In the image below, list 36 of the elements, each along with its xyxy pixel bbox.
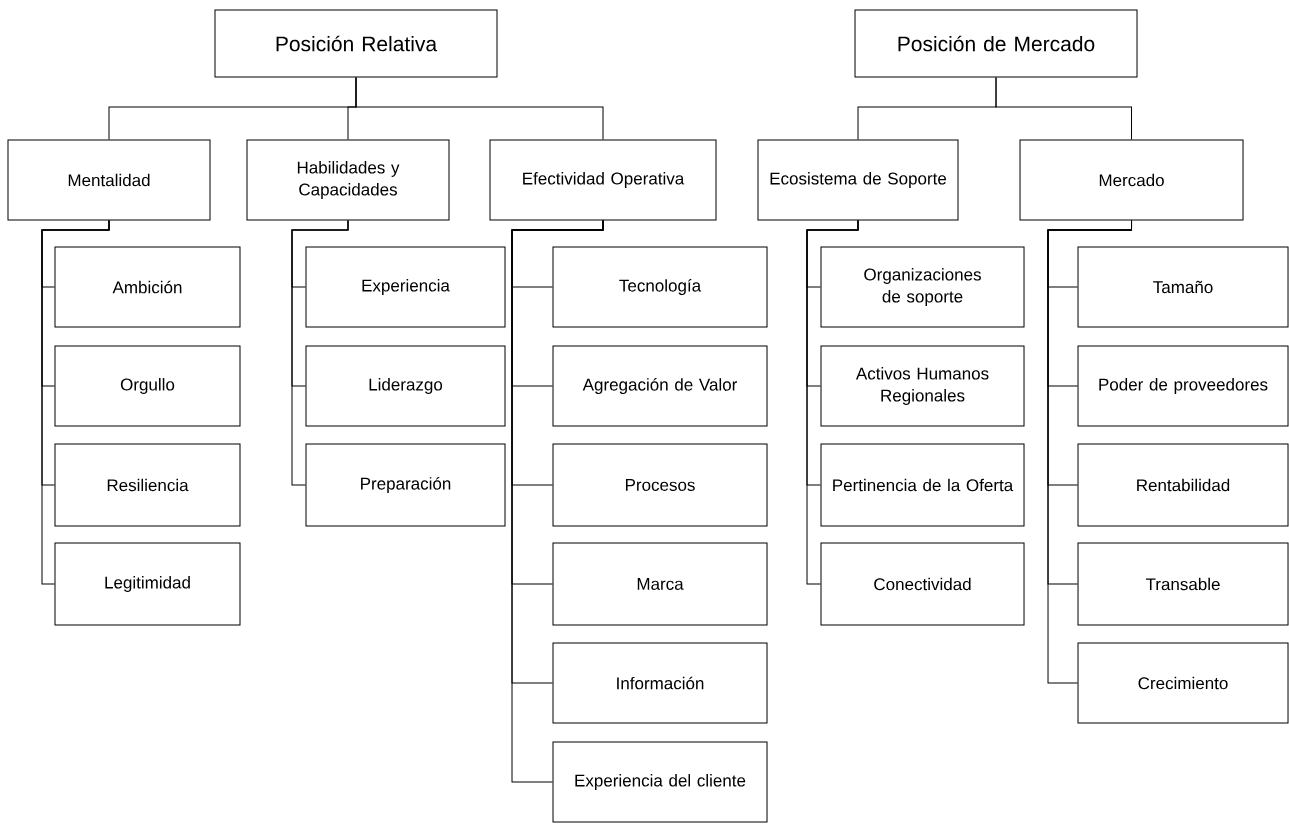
item-box: Conectividad (820, 542, 1025, 626)
item-box: Transable (1077, 542, 1289, 626)
item-box: Liderazgo (305, 345, 506, 427)
item-box: Experiencia (305, 246, 506, 328)
item-box: Información (552, 642, 768, 724)
category-box: Habilidades y Capacidades (246, 139, 450, 221)
connector-line (995, 77, 1132, 140)
connector-line (806, 220, 859, 585)
item-box: Rentabilidad (1077, 443, 1289, 527)
item-box: Orgullo (54, 345, 241, 427)
item-box: Tecnología (552, 246, 768, 328)
item-box: Ambición (54, 246, 241, 328)
item-box: Tamaño (1077, 246, 1289, 328)
heading-box: Posición Relativa (214, 9, 498, 78)
item-box: Poder de proveedores (1077, 345, 1289, 427)
connector-line (41, 220, 110, 585)
connector-line (291, 220, 349, 486)
category-box: Efectividad Operativa (489, 139, 717, 221)
item-box: Resiliencia (54, 443, 241, 527)
category-box: Mercado (1019, 139, 1244, 221)
item-box: Agregación de Valor (552, 345, 768, 427)
item-box: Crecimiento (1077, 642, 1289, 724)
item-box: Pertinencia de la Oferta (820, 443, 1025, 527)
item-box: Activos Humanos Regionales (820, 345, 1025, 427)
item-box: Procesos (552, 443, 768, 527)
item-box: Organizaciones de soporte (820, 246, 1025, 328)
item-box: Legitimidad (54, 542, 241, 626)
category-box: Ecosistema de Soporte (757, 139, 959, 221)
category-box: Mentalidad (7, 139, 211, 221)
connector-line (511, 220, 604, 783)
connector-line (1047, 220, 1132, 684)
item-box: Preparación (305, 443, 506, 527)
item-box: Marca (552, 542, 768, 626)
heading-box: Posición de Mercado (854, 9, 1138, 78)
item-box: Experiencia del cliente (552, 741, 768, 823)
connector-line (355, 77, 604, 140)
